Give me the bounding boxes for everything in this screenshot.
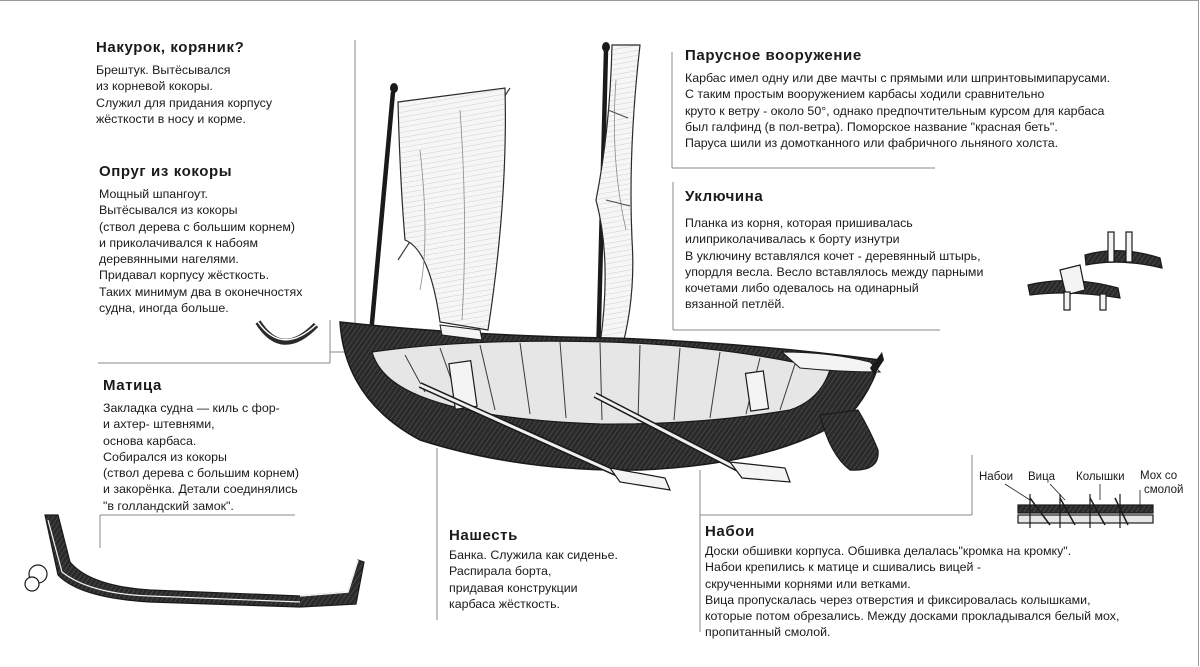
detail-label-smoloy: смолой [1144,484,1184,496]
section-oprug: Опруг из кокоры Мощный шпангоут. Вытёсыв… [99,163,302,316]
sails [397,44,641,356]
section-body: Доски обшивки корпуса. Обшивка делалась"… [705,544,1120,640]
section-title: Накурок, коряник? [96,39,245,56]
detail-label-kolyshki: Колышки [1076,471,1125,483]
section-body: Мощный шпангоут. Вытёсывался из кокоры (… [99,187,303,316]
oprug-sketch-icon [255,320,319,345]
section-parus: Парусное вооружение Карбас имел одну или… [685,47,1110,151]
section-nashest: Нашесть Банка. Служила как сиденье. Расп… [449,527,618,612]
oars [418,324,791,491]
leader-lines [98,40,973,632]
keel-sketch-icon [24,514,365,608]
boat-hull [339,321,884,471]
section-title: Уключина [685,188,764,205]
section-uklyuchina: Уключина Планка из корня, которая пришив… [685,188,983,313]
section-body: Банка. Служила как сиденье. Распирала бо… [449,548,618,611]
section-nakurok: Накурок, коряник? Брештук. Вытёсывался и… [96,39,272,127]
section-title: Опруг из кокоры [99,163,233,180]
oarlock-sketch-icon [1027,231,1163,311]
section-body: Планка из корня, которая пришивалась или… [685,216,984,312]
section-title: Парусное вооружение [685,47,862,64]
section-naboi: Набои Доски обшивки корпуса. Обшивка дел… [705,523,1119,641]
planking-detail-icon [1004,483,1154,528]
section-body: Закладка судна — киль с фор- и ахтер- шт… [103,401,299,513]
section-title: Набои [705,523,755,540]
detail-label-naboi: Набои [979,471,1014,483]
detail-label-moh: Мох со [1140,470,1178,482]
section-title: Нашесть [449,527,518,544]
section-body: Брештук. Вытёсывался из корневой кокоры.… [96,63,273,126]
section-matitsa: Матица Закладка судна — киль с фор- и ах… [103,377,299,514]
section-body: Карбас имел одну или две мачты с прямыми… [685,71,1111,151]
section-title: Матица [103,377,162,394]
detail-label-vitsa: Вица [1028,471,1056,483]
